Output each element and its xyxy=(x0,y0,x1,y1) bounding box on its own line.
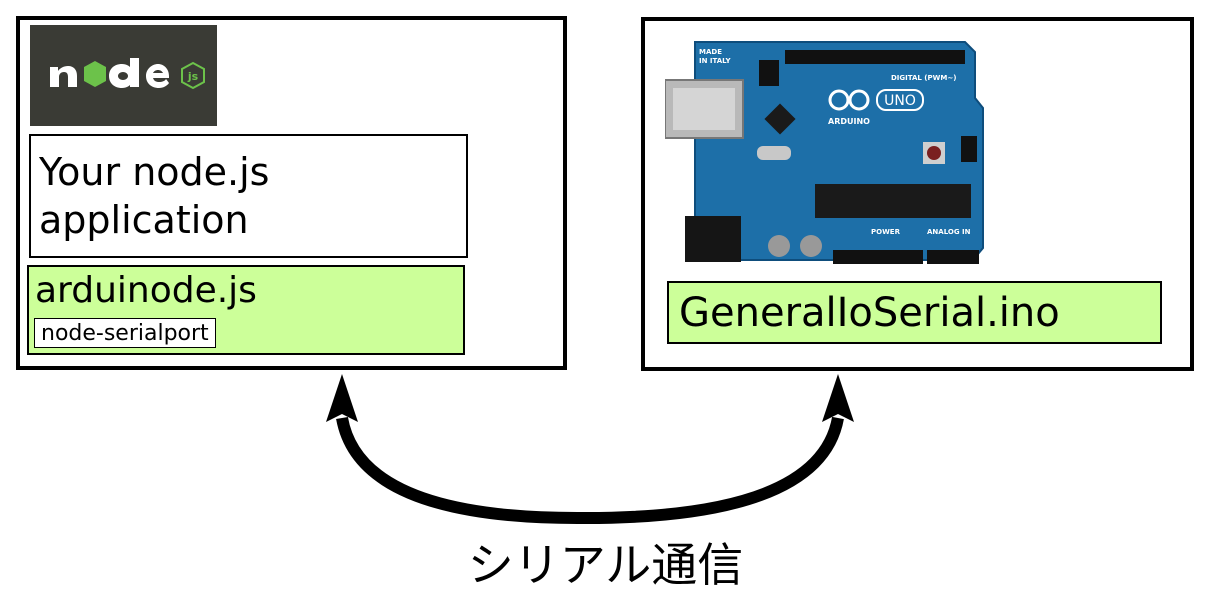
svg-text:IN ITALY: IN ITALY xyxy=(699,57,732,65)
svg-text:ANALOG IN: ANALOG IN xyxy=(927,228,971,236)
sketch-name-label: GeneralIoSerial.ino xyxy=(679,290,1060,336)
svg-text:DIGITAL (PWM~): DIGITAL (PWM~) xyxy=(891,74,956,82)
serial-communication-caption: シリアル通信 xyxy=(467,538,744,592)
serialport-dependency-label: node-serialport xyxy=(34,318,216,348)
application-label: Your node.js application xyxy=(39,150,270,242)
svg-text:ARDUINO: ARDUINO xyxy=(828,117,870,126)
arduinode-library-box: arduinode.js node-serialport xyxy=(27,265,465,355)
svg-text:UNO: UNO xyxy=(884,93,916,109)
arduino-uno-board-icon: UNO ARDUINO MADE IN ITALY DIGITAL (PWM~)… xyxy=(664,38,985,270)
bidirectional-arrow-icon xyxy=(300,360,880,540)
svg-text:js: js xyxy=(187,70,199,83)
library-title: arduinode.js xyxy=(35,270,257,311)
svg-text:MADE: MADE xyxy=(699,48,722,56)
svg-text:POWER: POWER xyxy=(871,228,901,236)
nodejs-logo-icon: js xyxy=(30,25,217,126)
arduino-sketch-box: GeneralIoSerial.ino xyxy=(667,281,1162,344)
nodejs-application-box: Your node.js application xyxy=(29,134,468,258)
